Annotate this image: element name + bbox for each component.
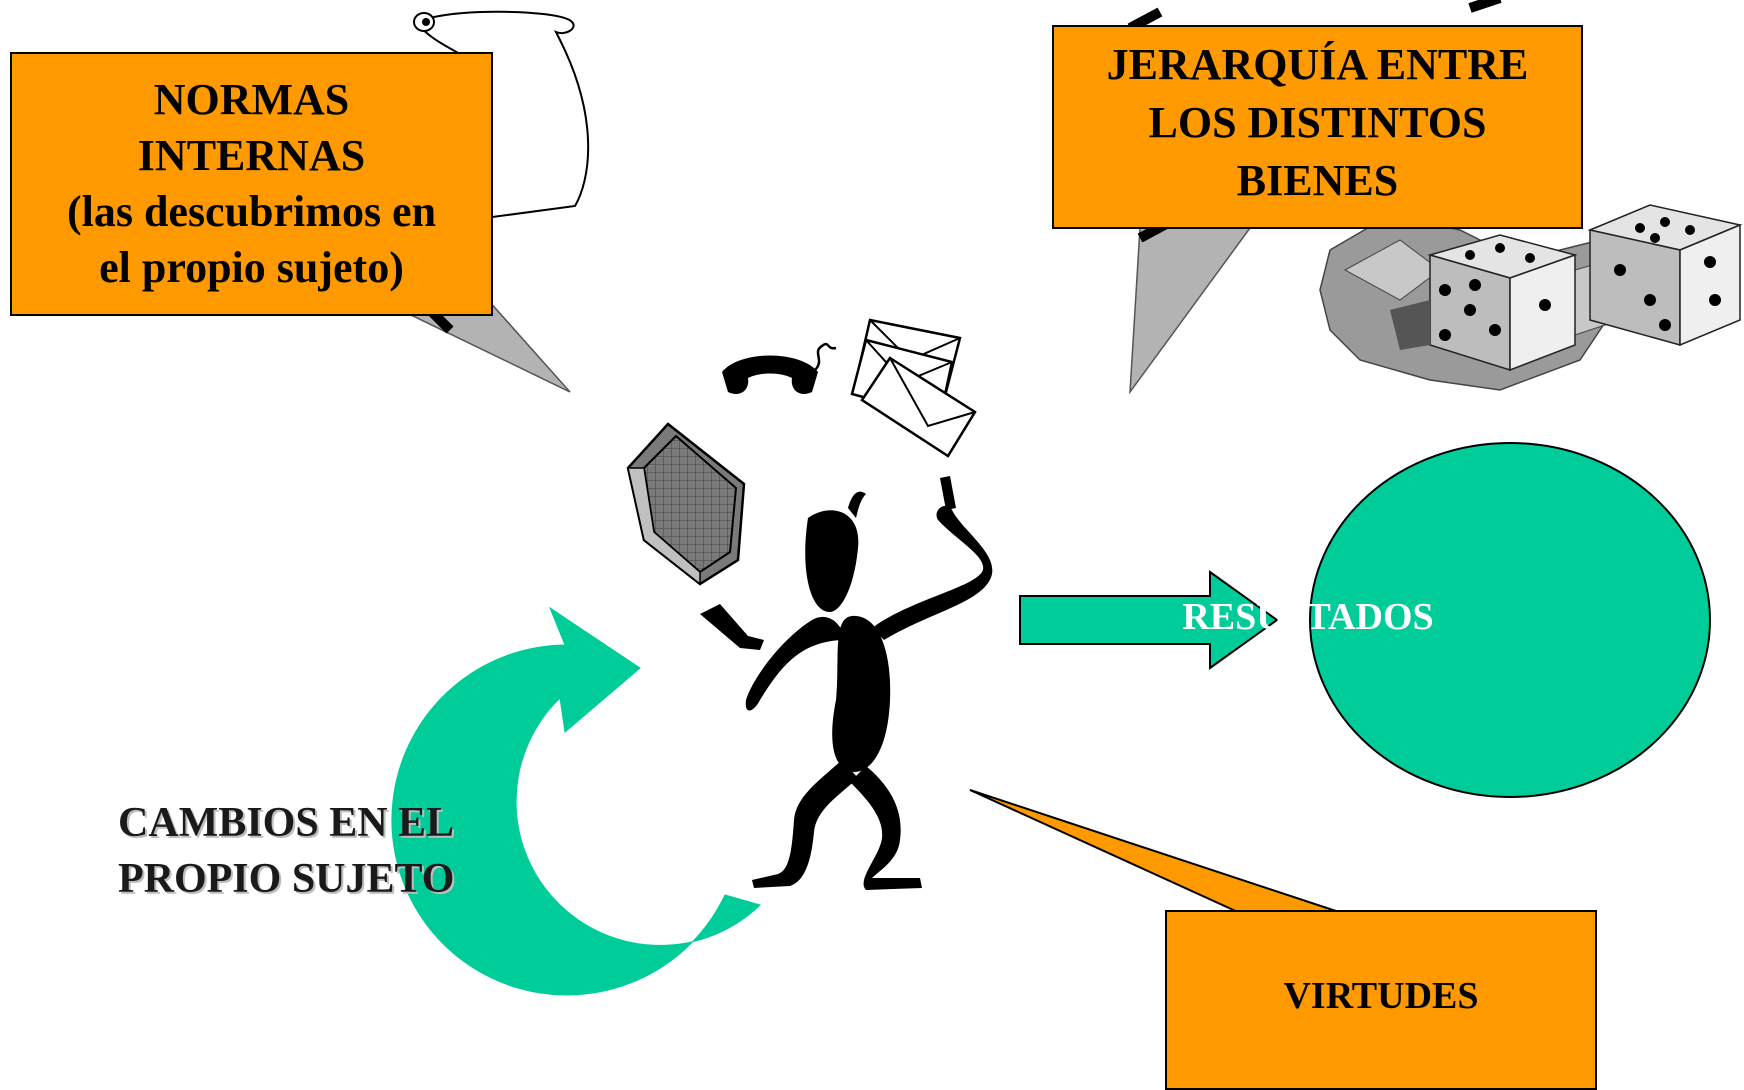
callout-virtudes: VIRTUDES: [1165, 910, 1597, 1090]
resultados-label: RESULTADOS: [1182, 596, 1434, 638]
callout-jerarquia: JERARQUÍA ENTRE LOS DISTINTOS BIENES: [1052, 25, 1583, 229]
telephone-icon: [722, 342, 837, 395]
callout-normas-internas: NORMAS INTERNAS (las descubrimos en el p…: [10, 52, 493, 316]
cambios-label: CAMBIOS EN EL PROPIO SUJETO: [118, 795, 454, 907]
normas-line-3: (las descubrimos en: [66, 187, 437, 236]
virtudes-pointer: [969, 789, 1343, 914]
normas-line-1: NORMAS: [153, 75, 350, 124]
dice-icon: [1319, 204, 1743, 391]
normas-line-2: INTERNAS: [137, 131, 366, 180]
cambios-line-1: CAMBIOS EN EL: [118, 800, 455, 846]
resultados-circle: [1309, 442, 1711, 798]
cambios-line-2: PROPIO SUJETO: [118, 856, 455, 902]
keyboard-icon: [626, 422, 746, 586]
jerarquia-line-2: LOS DISTINTOS: [1148, 98, 1487, 147]
jerarquia-line-3: BIENES: [1236, 156, 1399, 205]
jerarquia-line-1: JERARQUÍA ENTRE: [1106, 40, 1529, 89]
circular-arrow: [391, 606, 761, 996]
right-arrow: [1019, 570, 1279, 670]
envelopes-icon: [850, 318, 977, 458]
juggling-figure-icon: [700, 476, 993, 890]
normas-line-4: el propio sujeto): [99, 243, 404, 292]
virtudes-label: VIRTUDES: [1283, 975, 1479, 1017]
